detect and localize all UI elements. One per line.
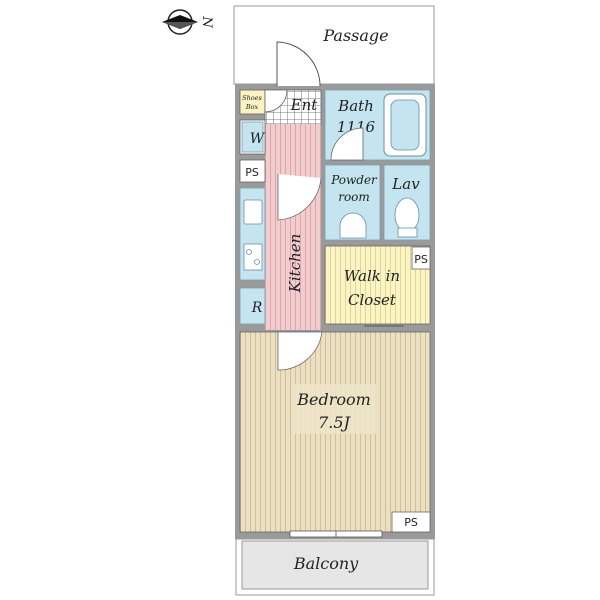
powder-door-arc xyxy=(277,174,322,221)
washer-space xyxy=(241,121,264,153)
bedroom: Bedroom 7.5J PS xyxy=(239,331,431,533)
balcony-area: Balcony xyxy=(235,538,435,596)
passage-floor xyxy=(233,5,435,85)
pipe-space-upper xyxy=(239,159,266,183)
cooktop-icon xyxy=(243,243,263,271)
entrance-door[interactable] xyxy=(276,41,321,87)
kitchen-area: Kitchen xyxy=(265,124,322,330)
pipe-space-mid xyxy=(411,246,431,270)
washer-label: W xyxy=(250,131,266,147)
walkin-label-2: Closet xyxy=(348,291,397,309)
compass-north-label: N xyxy=(199,15,214,28)
kitchen-sink-icon xyxy=(243,199,263,225)
toilet-icon xyxy=(394,197,420,233)
bath-label-1: Bath xyxy=(337,97,374,115)
powder-label-2: room xyxy=(338,190,370,204)
shoes-box: Shoes Box xyxy=(239,89,266,115)
bath-room: Bath 1116 xyxy=(324,89,431,161)
ps-lower-label: PS xyxy=(404,516,418,529)
pipe-space-lower xyxy=(391,511,431,533)
refrigerator-space xyxy=(239,287,266,325)
left-fixtures: W PS R xyxy=(239,119,266,325)
bedroom-door-arc xyxy=(277,331,323,371)
entrance-label: Ent xyxy=(290,96,319,114)
shoes-box-label-1: Shoes xyxy=(242,94,262,102)
balcony-label: Balcony xyxy=(293,554,359,573)
refrigerator-label: R xyxy=(251,300,263,316)
lavatory-label: Lav xyxy=(391,175,420,193)
bedroom-label-1: Bedroom xyxy=(296,390,371,409)
entrance-area: Ent xyxy=(264,89,322,125)
powder-label-1: Powder xyxy=(330,173,378,187)
lavatory-room: Lav xyxy=(383,164,431,241)
powder-room: Powder room xyxy=(324,164,381,241)
shoes-box-label-2: Box xyxy=(245,103,259,111)
passage-area: Passage xyxy=(233,5,435,85)
compass-needle-half-icon xyxy=(162,22,198,29)
bath-label-2: 1116 xyxy=(337,118,376,136)
bedroom-label-2: 7.5J xyxy=(318,413,351,432)
walkin-label-1: Walk in xyxy=(344,267,400,285)
walkin-closet: PS Walk in Closet xyxy=(324,245,431,327)
compass: N xyxy=(162,9,214,35)
passage-label: Passage xyxy=(322,26,388,45)
kitchen-label: Kitchen xyxy=(286,234,304,294)
ps-upper-label: PS xyxy=(245,166,259,179)
ps-mid-label: PS xyxy=(414,253,428,266)
washbasin-icon xyxy=(339,212,367,239)
bath-door-arc xyxy=(330,127,364,161)
